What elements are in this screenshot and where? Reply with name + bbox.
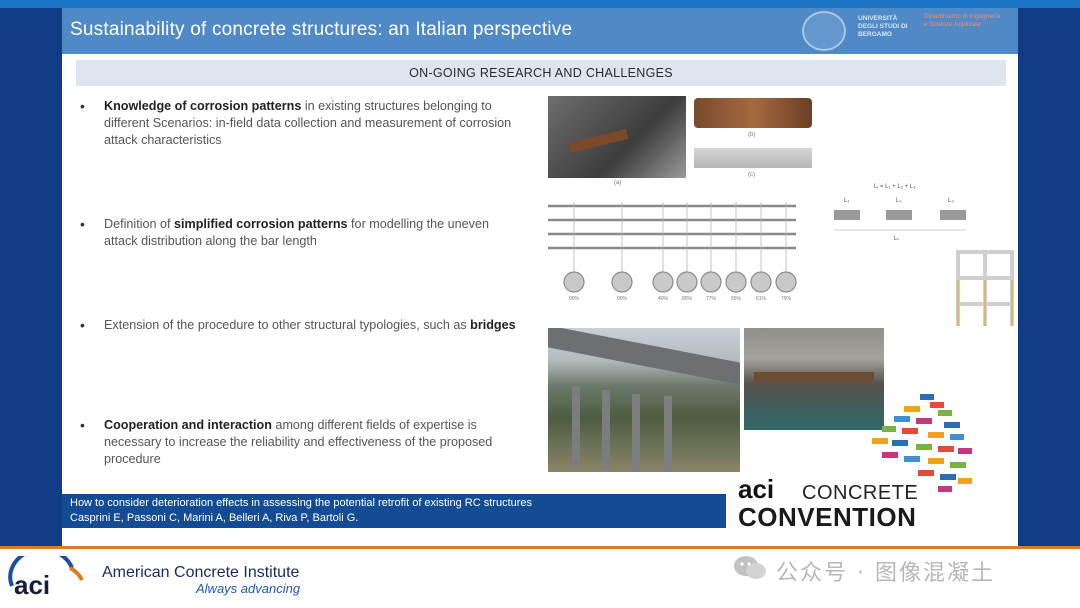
bullet-lead: Extension of the procedure to other stru… (104, 318, 471, 332)
bullet-bold: Knowledge of corrosion patterns (104, 99, 302, 113)
aci-tagline: Always advancing (196, 581, 301, 596)
bullet-bold: simplified corrosion patterns (174, 217, 348, 231)
caption-c: (c) (748, 172, 755, 178)
bullet-bridges: Extension of the procedure to other stru… (80, 317, 524, 334)
corrosion-photo-b (694, 98, 812, 128)
university-name: UNIVERSITÀ DEGLI STUDI DI BERGAMO (858, 15, 908, 38)
wechat-icon (734, 556, 766, 579)
bullet-corrosion-knowledge: Knowledge of corrosion patterns in exist… (80, 98, 524, 149)
bullet-text: among different fields of expertise is n… (104, 418, 493, 466)
bridge-deck-damage-photo (744, 328, 884, 430)
section-label: 40% (658, 296, 669, 302)
corrosion-photo-c (694, 148, 812, 168)
slide-header: Sustainability of concrete structures: a… (62, 8, 1018, 54)
section-label: 77% (706, 296, 717, 302)
presentation-slide: Sustainability of concrete structures: a… (62, 8, 1018, 546)
caption-b: (b) (748, 132, 756, 138)
footer-divider (0, 546, 1080, 549)
bullet-text: for modelling the uneven attack distribu… (104, 217, 489, 248)
svg-text:L₂: L₂ (896, 198, 902, 204)
bullet-lead: Definition of (104, 217, 175, 231)
corrosion-photo-a (548, 96, 686, 178)
bullet-bold: Cooperation and interaction (104, 418, 272, 432)
bullet-text: in existing structures belonging to diff… (104, 99, 512, 147)
footer-bar (0, 549, 1080, 608)
convention-concrete-text: CONCRETE (802, 482, 919, 504)
aci-logo-text: aci (14, 570, 50, 600)
section-label: 61% (756, 296, 767, 302)
section-bar: ON-GOING RESEARCH AND CHALLENGES (76, 60, 1006, 86)
section-label: 65% (731, 296, 742, 302)
slide-title: Sustainability of concrete structures: a… (70, 19, 573, 40)
rc-frame-diagram: Lᵢ = L₁ + L₂ + L₃ L₁ L₂ L₃ Lₜ (834, 184, 1014, 326)
caption-a: (a) (614, 180, 622, 186)
section-label: 90% (617, 296, 628, 302)
bullet-bold: bridges (470, 318, 516, 332)
section-title: ON-GOING RESEARCH AND CHALLENGES (409, 66, 673, 80)
convention-convention-text: CONVENTION (738, 502, 917, 532)
section-label: 90% (569, 296, 580, 302)
bullet-simplified-patterns: Definition of simplified corrosion patte… (80, 216, 524, 250)
section-label: 80% (682, 296, 693, 302)
svg-text:L₁: L₁ (844, 198, 849, 204)
bullet-cooperation: Cooperation and interaction among differ… (80, 417, 524, 468)
aci-name: American Concrete Institute (102, 564, 300, 581)
convention-aci-text: aci (738, 474, 775, 504)
wechat-account-name: 公众号 · 图像混凝土 (776, 561, 995, 586)
svg-text:Lₜ: Lₜ (894, 236, 899, 242)
citation-box: How to consider deterioration effects in… (62, 494, 726, 528)
concrete-convention-logo-icon (872, 394, 972, 492)
citation-title: How to consider deterioration effects in… (70, 497, 533, 509)
bridge-photo (548, 328, 740, 472)
aci-logo-icon: aci (8, 556, 84, 600)
university-seal-icon (802, 11, 846, 51)
top-accent-line (0, 0, 1080, 8)
rebar-corrosion-diagram: 90% 90% 40% 80% 77% 65% 61% 79% (548, 202, 797, 302)
svg-text:L₃: L₃ (948, 198, 954, 204)
section-label: 79% (781, 296, 792, 302)
citation-authors: Casprini E, Passoni C, Marini A, Belleri… (70, 512, 359, 524)
bar-length-formula: Lᵢ = L₁ + L₂ + L₃ (874, 184, 916, 190)
department-name: Dipartimento di Ingegneria e Scienze App… (924, 13, 1001, 28)
